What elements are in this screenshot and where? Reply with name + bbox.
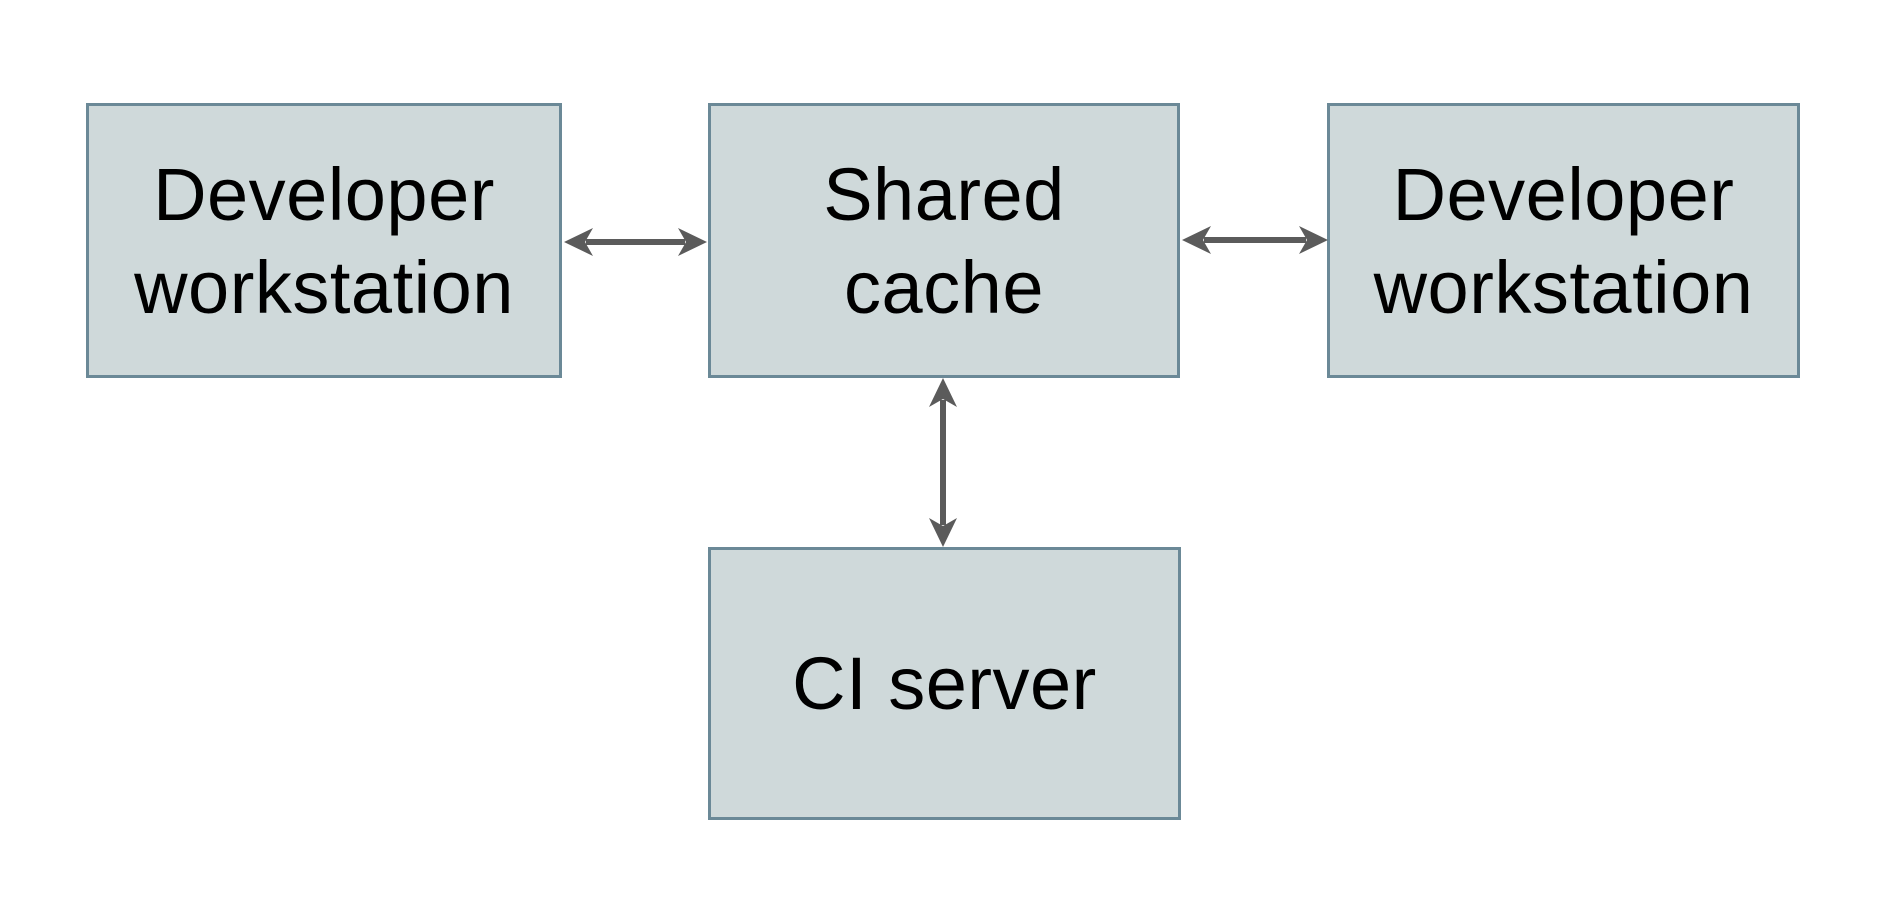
node-ci-server: CI server	[708, 547, 1181, 820]
bidirectional-arrow-icon-right	[1182, 226, 1328, 254]
bidirectional-arrow-icon-left	[564, 228, 707, 256]
bidirectional-arrow-icon-vertical	[929, 378, 957, 547]
node-developer-workstation-left: Developer workstation	[86, 103, 562, 378]
node-developer-workstation-right: Developer workstation	[1327, 103, 1800, 378]
node-shared-cache: Shared cache	[708, 103, 1180, 378]
